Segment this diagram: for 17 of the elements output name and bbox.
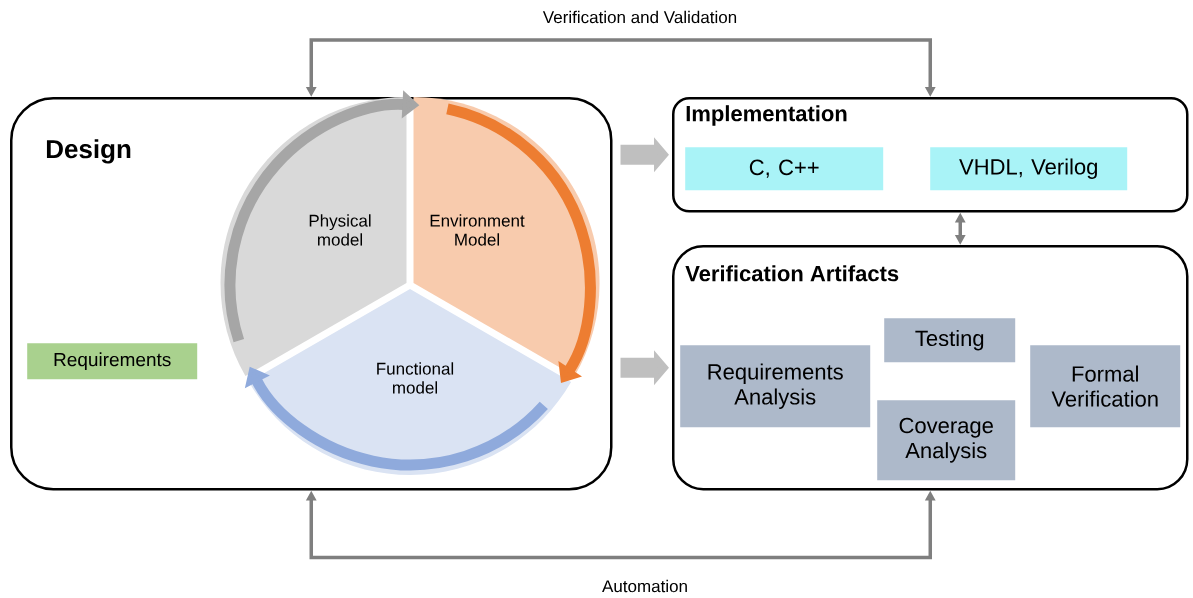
rounded-panel: [10, 97, 613, 491]
panel-title: Design: [46, 139, 131, 164]
edge-label: Automation: [601, 578, 689, 594]
label-box: Coverage Analysis: [877, 400, 1016, 481]
rounded-panel: [672, 97, 1189, 213]
rounded-panel: [672, 245, 1189, 491]
edge-label: Verification and Validation: [541, 9, 739, 25]
label-box: Requirements: [27, 343, 198, 380]
label-box: Testing: [884, 318, 1016, 363]
panel-title: Verification Artifacts: [685, 265, 899, 282]
label-box: Requirements Analysis: [680, 345, 871, 428]
label-box: VHDL, Verilog: [930, 147, 1128, 191]
label-box: C, C++: [685, 147, 884, 191]
cycle-arrow: [446, 103, 596, 383]
cycle-sector: Functional model: [248, 289, 572, 476]
panel-title: Implementation: [686, 105, 847, 126]
label-box: Formal Verification: [1030, 345, 1181, 428]
